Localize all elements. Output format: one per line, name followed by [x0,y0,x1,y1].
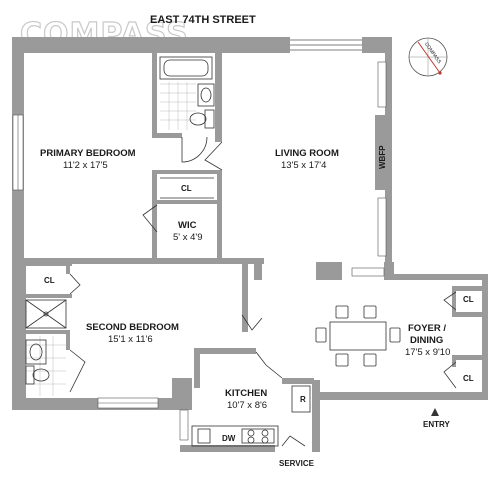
dishwasher-label: DW [222,434,236,443]
wic-door [142,204,158,233]
bathroom-door [181,136,208,163]
second-bedroom-name: SECOND BEDROOM [86,322,179,333]
living-room-name: LIVING ROOM [275,148,339,159]
street-label: EAST 74TH STREET [150,14,256,26]
sink-icon [197,83,215,107]
windows [12,61,387,441]
kitchen-counter [191,385,311,447]
wic-name: WIC [178,220,197,231]
bathroom-tile-floor [160,82,196,130]
interior-walls [24,52,482,388]
living-room-dims: 13'5 x 17'4 [281,160,326,171]
service-door [281,435,306,447]
sink-2-icon [25,339,47,365]
kitchen-dims: 10'7 x 8'6 [227,400,267,411]
primary-bedroom-dims: 11'2 x 17'5 [63,160,108,171]
closet-2-door [69,273,81,295]
entry-arrow-icon [431,408,439,416]
toilet-2-icon [25,365,50,385]
shower-icon [25,299,67,329]
closet-label-3: CL [463,295,474,304]
foyer-name-line1: FOYER / [408,323,446,334]
primary-bedroom-name: PRIMARY BEDROOM [40,148,136,159]
foyer-closet-2-door [443,361,457,389]
refrigerator-label: R [300,395,306,404]
foyer-dims: 17'5 x 9'10 [405,347,450,358]
foyer-closet-1-door [443,291,457,311]
service-label: SERVICE [279,459,315,468]
bathtub-icon [159,56,213,80]
kitchen-name: KITCHEN [225,388,267,399]
wbfp-label: WBFP [378,145,387,169]
bathroom-2-door [69,349,86,393]
second-bedroom-door [241,314,263,331]
dining-table-icon [315,305,401,367]
wic-dims: 5' x 4'9 [173,232,203,243]
closet-label-4: CL [463,374,474,383]
foyer-name-line2: DINING [410,335,443,346]
second-bedroom-dims: 15'1 x 11'6 [108,334,153,345]
closet-label-1: CL [181,184,192,193]
primary-bedroom-door [204,141,223,171]
north-compass-icon [408,37,448,77]
closet-label-2: CL [44,276,55,285]
toilet-icon [189,109,215,129]
entry-label: ENTRY [423,420,450,429]
kitchen-door [255,351,283,379]
